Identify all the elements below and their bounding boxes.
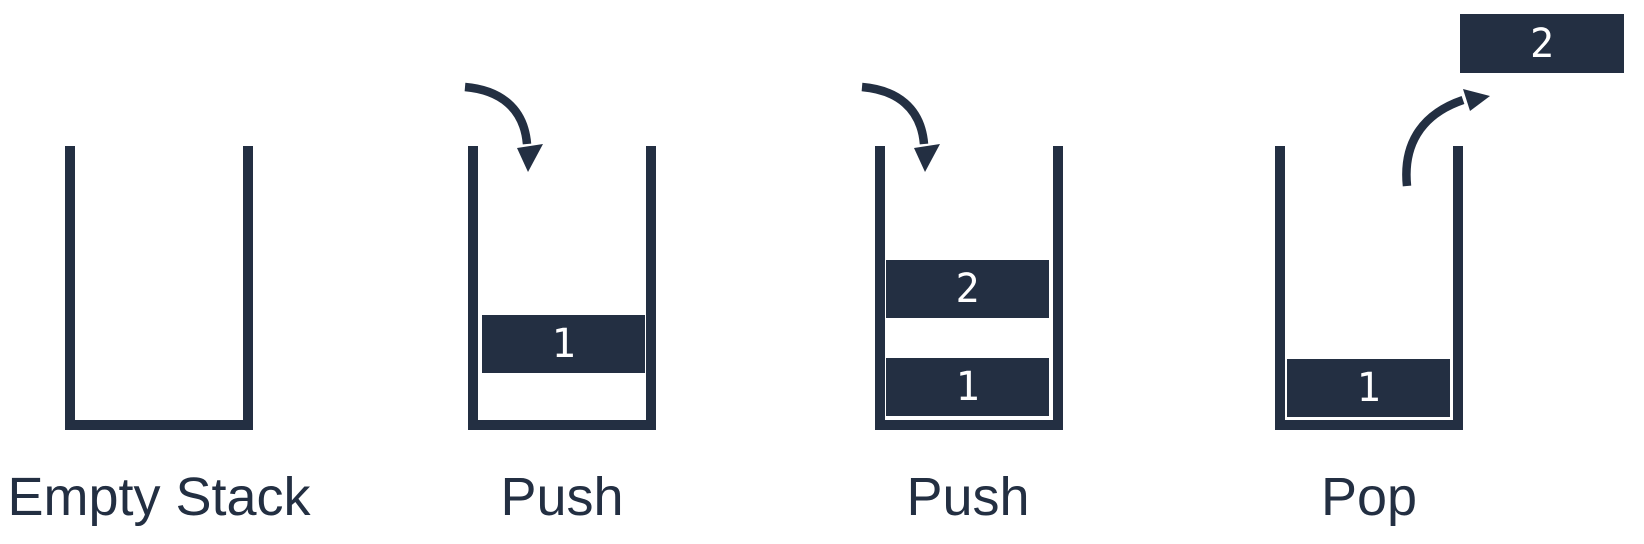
- stack-item-value: 1: [551, 321, 576, 367]
- stack-item-value: 1: [1356, 365, 1381, 411]
- operation-label: Push: [906, 467, 1030, 527]
- stack-container: [468, 146, 656, 430]
- stack-item-value: 1: [955, 364, 980, 410]
- stack-item: 2: [886, 260, 1049, 318]
- push-arrow-icon: [861, 82, 940, 172]
- stack-container: [875, 146, 1063, 430]
- stack-item-value: 2: [1529, 20, 1555, 67]
- popped-stack-item: 2: [1460, 14, 1624, 73]
- push-arrow-icon: [464, 82, 543, 172]
- stack-container: [1275, 146, 1463, 430]
- pop-arrow-icon: [1402, 89, 1490, 187]
- stack-item-value: 2: [955, 266, 980, 312]
- stack-container: [65, 146, 253, 430]
- stack-item: 1: [1287, 359, 1450, 417]
- stack-item: 1: [482, 315, 645, 373]
- operation-label: Push: [500, 467, 624, 527]
- stack-item: 1: [886, 358, 1049, 416]
- operation-label: Pop: [1320, 467, 1418, 527]
- stack-label: Empty Stack: [7, 467, 311, 527]
